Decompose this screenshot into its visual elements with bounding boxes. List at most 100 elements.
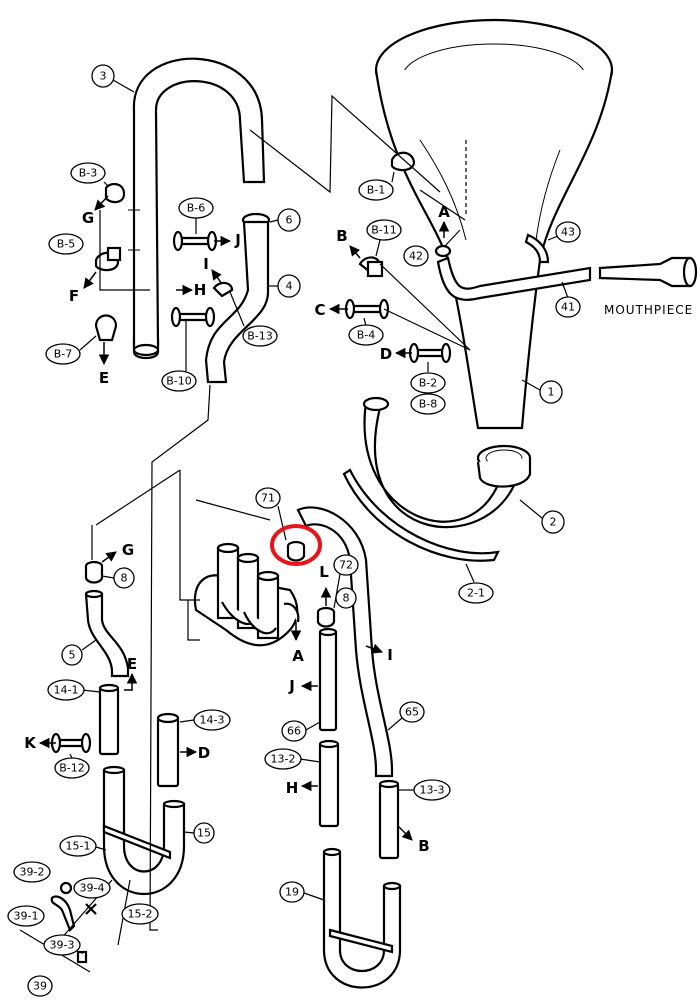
callout-65-label: 65 [405,706,419,719]
callout-4: 4 [268,274,301,298]
callout-2: 2 [519,499,565,534]
callout-15: 15 [183,822,215,844]
callout-B-2-label: B-2 [419,377,438,390]
tuning-slide-part-3 [128,57,266,360]
callout-B-12-label: B-12 [59,762,85,775]
callout-6: 6 [269,208,301,232]
callout-B-7: B-7 [45,335,97,365]
callout-43-label: 43 [561,226,575,239]
valve-caps-upper [94,182,234,342]
callout-15-1-label: 15-1 [66,840,91,853]
letter-D-upper: D [380,345,392,363]
callout-8-left: 8 [101,567,135,589]
callout-14-1: 14-1 [47,679,101,701]
callout-39-label: 39 [33,980,47,993]
callout-65: 65 [387,701,425,731]
callout-66-label: 66 [287,725,301,738]
part-8-left [84,560,104,584]
part-71 [286,540,306,562]
callout-6-label: 6 [286,214,293,227]
letter-I-upper: I [203,255,209,273]
callout-14-3: 14-3 [179,709,231,731]
direction-arrows [38,195,450,841]
callout-42-label: 42 [409,250,423,263]
letter-A-upper: A [438,203,450,221]
letter-K: K [24,734,37,752]
callout-B-3: B-3 [70,162,109,187]
callout-39-1: 39-1 [7,905,45,927]
callout-39-1-label: 39-1 [14,910,39,923]
letter-I-lower: I [387,646,393,664]
callout-39-2-label: 39-2 [20,866,45,879]
callout-39: 39 [27,975,53,997]
pipe-part-5 [84,589,130,678]
callout-B-4-label: B-4 [357,329,376,342]
callout-39-2: 39-2 [13,861,51,883]
callout-39-4: 39-4 [73,877,111,899]
callout-13-3: 13-3 [398,779,451,801]
callout-39-4-label: 39-4 [80,882,105,895]
callout-B-13-label: B-13 [247,330,273,343]
callout-B-6: B-6 [178,197,214,234]
letter-A-lower: A [292,647,304,665]
valve-block [193,542,300,647]
slide-part-19 [322,847,402,989]
tube-13-2 [318,739,340,828]
callout-B-10: B-10 [161,320,197,392]
callout-B-3-label: B-3 [79,167,98,180]
callout-2-label: 2 [550,516,557,529]
callout-B-6-label: B-6 [187,202,206,215]
callout-15-2-label: 15-2 [128,908,153,921]
letter-L: L [319,563,329,581]
callout-15-1: 15-1 [59,835,107,857]
letter-C: C [314,301,325,319]
callout-B-5: B-5 [48,233,84,255]
letter-J-lower: J [288,677,295,695]
letter-H-lower: H [286,779,299,797]
callout-72: 72 [333,554,359,609]
callout-B-5-label: B-5 [57,238,76,251]
callout-B-2: B-2 [410,362,446,394]
callout-8-left-label: 8 [121,572,128,585]
letter-F: F [69,287,79,305]
callout-19-label: 19 [285,886,299,899]
callout-71: 71 [255,487,287,541]
pipe-part-4 [204,212,271,384]
callout-13-2-label: 13-2 [271,753,296,766]
callout-B-8-label: B-8 [419,398,438,411]
callout-13-3-label: 13-3 [420,784,445,797]
callout-15-label: 15 [197,827,211,840]
bell-body-part-1 [374,18,614,430]
letter-E-upper: E [99,369,109,387]
connection-letters: G F E J I H A B C D G E K D A L I J H B [24,203,450,855]
letter-J-upper: J [234,231,241,249]
callout-43: 43 [547,221,581,243]
callout-B-11: B-11 [366,219,402,257]
part-B-12 [50,732,92,754]
callout-14-3-label: 14-3 [200,714,225,727]
callout-1-label: 1 [548,386,555,399]
callout-B-8: B-8 [410,393,446,415]
tube-66 [318,627,338,732]
callout-B-1: B-1 [358,171,395,201]
letter-H-upper: H [194,281,207,299]
mouthpiece-label: MOUTHPIECE [604,303,693,317]
callout-41: 41 [555,281,581,318]
callout-4-label: 4 [286,280,293,293]
callout-71-label: 71 [261,492,275,505]
callout-41-label: 41 [561,301,575,314]
tube-14-3 [156,712,180,788]
slide-part-15 [102,765,186,895]
water-key-39 [19,881,97,973]
callout-2-1: 2-1 [458,563,494,604]
callout-39-3: 39-3 [43,934,83,956]
callout-5-label: 5 [69,649,76,662]
pipe-part-65 [296,506,394,778]
callout-66: 66 [281,720,321,742]
valve-caps-right [344,151,452,364]
letter-B-upper: B [336,227,347,245]
callout-72-label: 72 [339,559,353,572]
callout-8-right-label: 8 [343,592,350,605]
callout-8-right: 8 [335,587,357,609]
callout-39-3-label: 39-3 [50,939,75,952]
